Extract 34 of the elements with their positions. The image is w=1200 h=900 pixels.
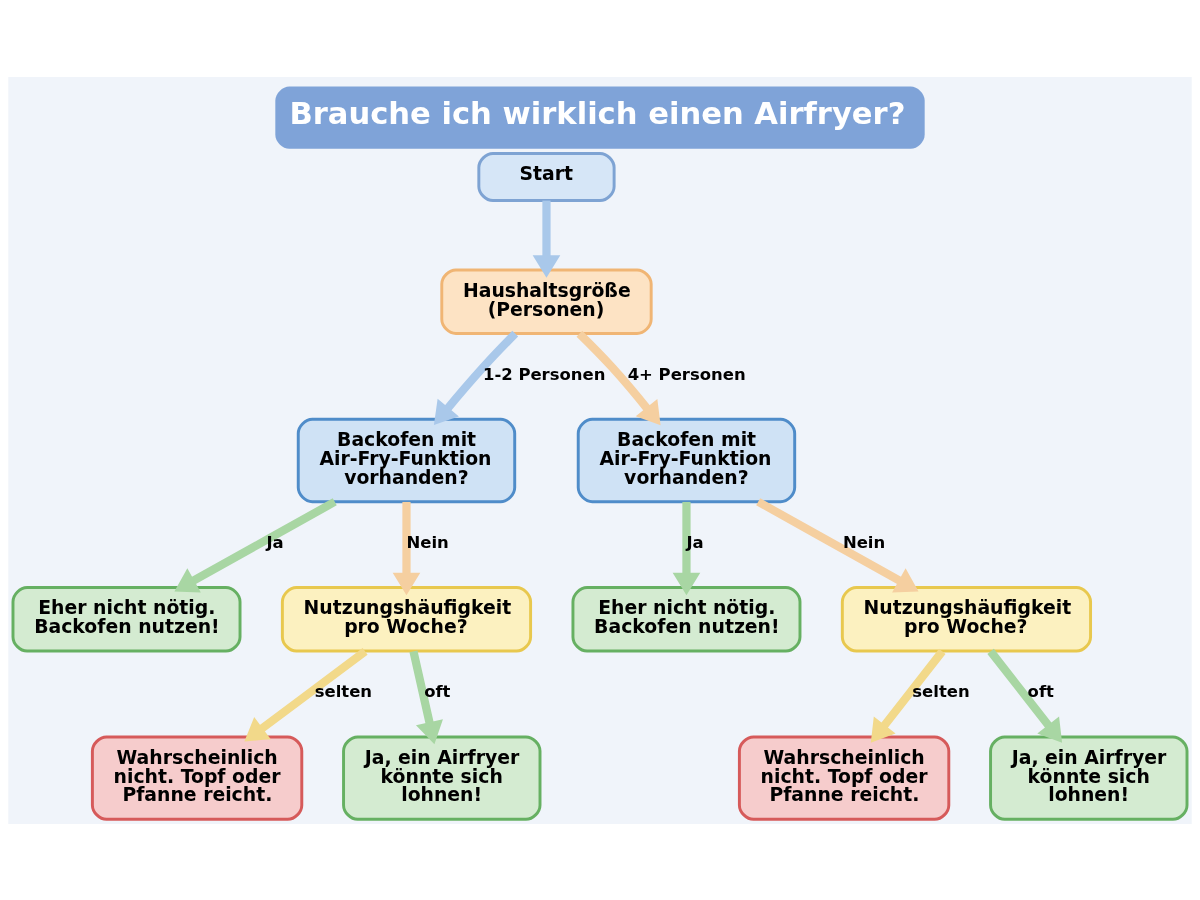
edge-label: oft xyxy=(1027,681,1054,701)
node-box: Eher nicht nötig. Backofen nutzen! xyxy=(11,585,242,653)
edge-label: oft xyxy=(424,681,451,701)
node-box: Wahrscheinlich nicht. Topf oder Pfanne reicht. xyxy=(90,735,304,821)
node-box: Backofen mit Air-Fry-Funktion vorhanden? xyxy=(576,417,797,503)
node-box: Ja, ein Airfryer könnte sich lohnen! xyxy=(989,735,1189,821)
edge-label: Ja xyxy=(266,532,284,552)
arrow xyxy=(987,648,1063,743)
node-box: Backofen mit Air-Fry-Funktion vorhanden? xyxy=(296,417,517,503)
node-box: Start xyxy=(477,151,616,202)
arrow xyxy=(532,200,561,278)
edge-label: 1-2 Personen xyxy=(482,364,606,384)
arrow xyxy=(244,647,368,742)
arrow xyxy=(870,648,946,743)
edge-label: Nein xyxy=(406,532,449,552)
diagram-title: Brauche ich wirklich einen Airfryer? xyxy=(289,95,906,131)
arrow xyxy=(409,650,443,744)
node-box: Eher nicht nötig. Backofen nutzen! xyxy=(571,585,802,653)
arrow xyxy=(756,497,919,592)
arrow xyxy=(392,501,421,595)
edge-label: Ja xyxy=(686,532,704,552)
arrow xyxy=(672,501,701,595)
edge-label: Nein xyxy=(842,532,886,552)
node-box: Wahrscheinlich nicht. Topf oder Pfanne reicht. xyxy=(737,735,951,821)
node-box: Ja, ein Airfryer könnte sich lohnen! xyxy=(342,735,542,821)
node-box: Nutzungshäufigkeit pro Woche? xyxy=(840,585,1092,653)
arrow xyxy=(433,330,519,425)
arrow xyxy=(174,497,337,592)
node-box: Haushaltsgröße (Personen) xyxy=(440,267,653,335)
edge-label: selten xyxy=(912,681,970,701)
edge-label: 4+ Personen xyxy=(627,364,746,384)
edge-label: selten xyxy=(314,681,373,701)
arrow xyxy=(576,330,661,425)
node-box: Nutzungshäufigkeit pro Woche? xyxy=(280,585,533,653)
